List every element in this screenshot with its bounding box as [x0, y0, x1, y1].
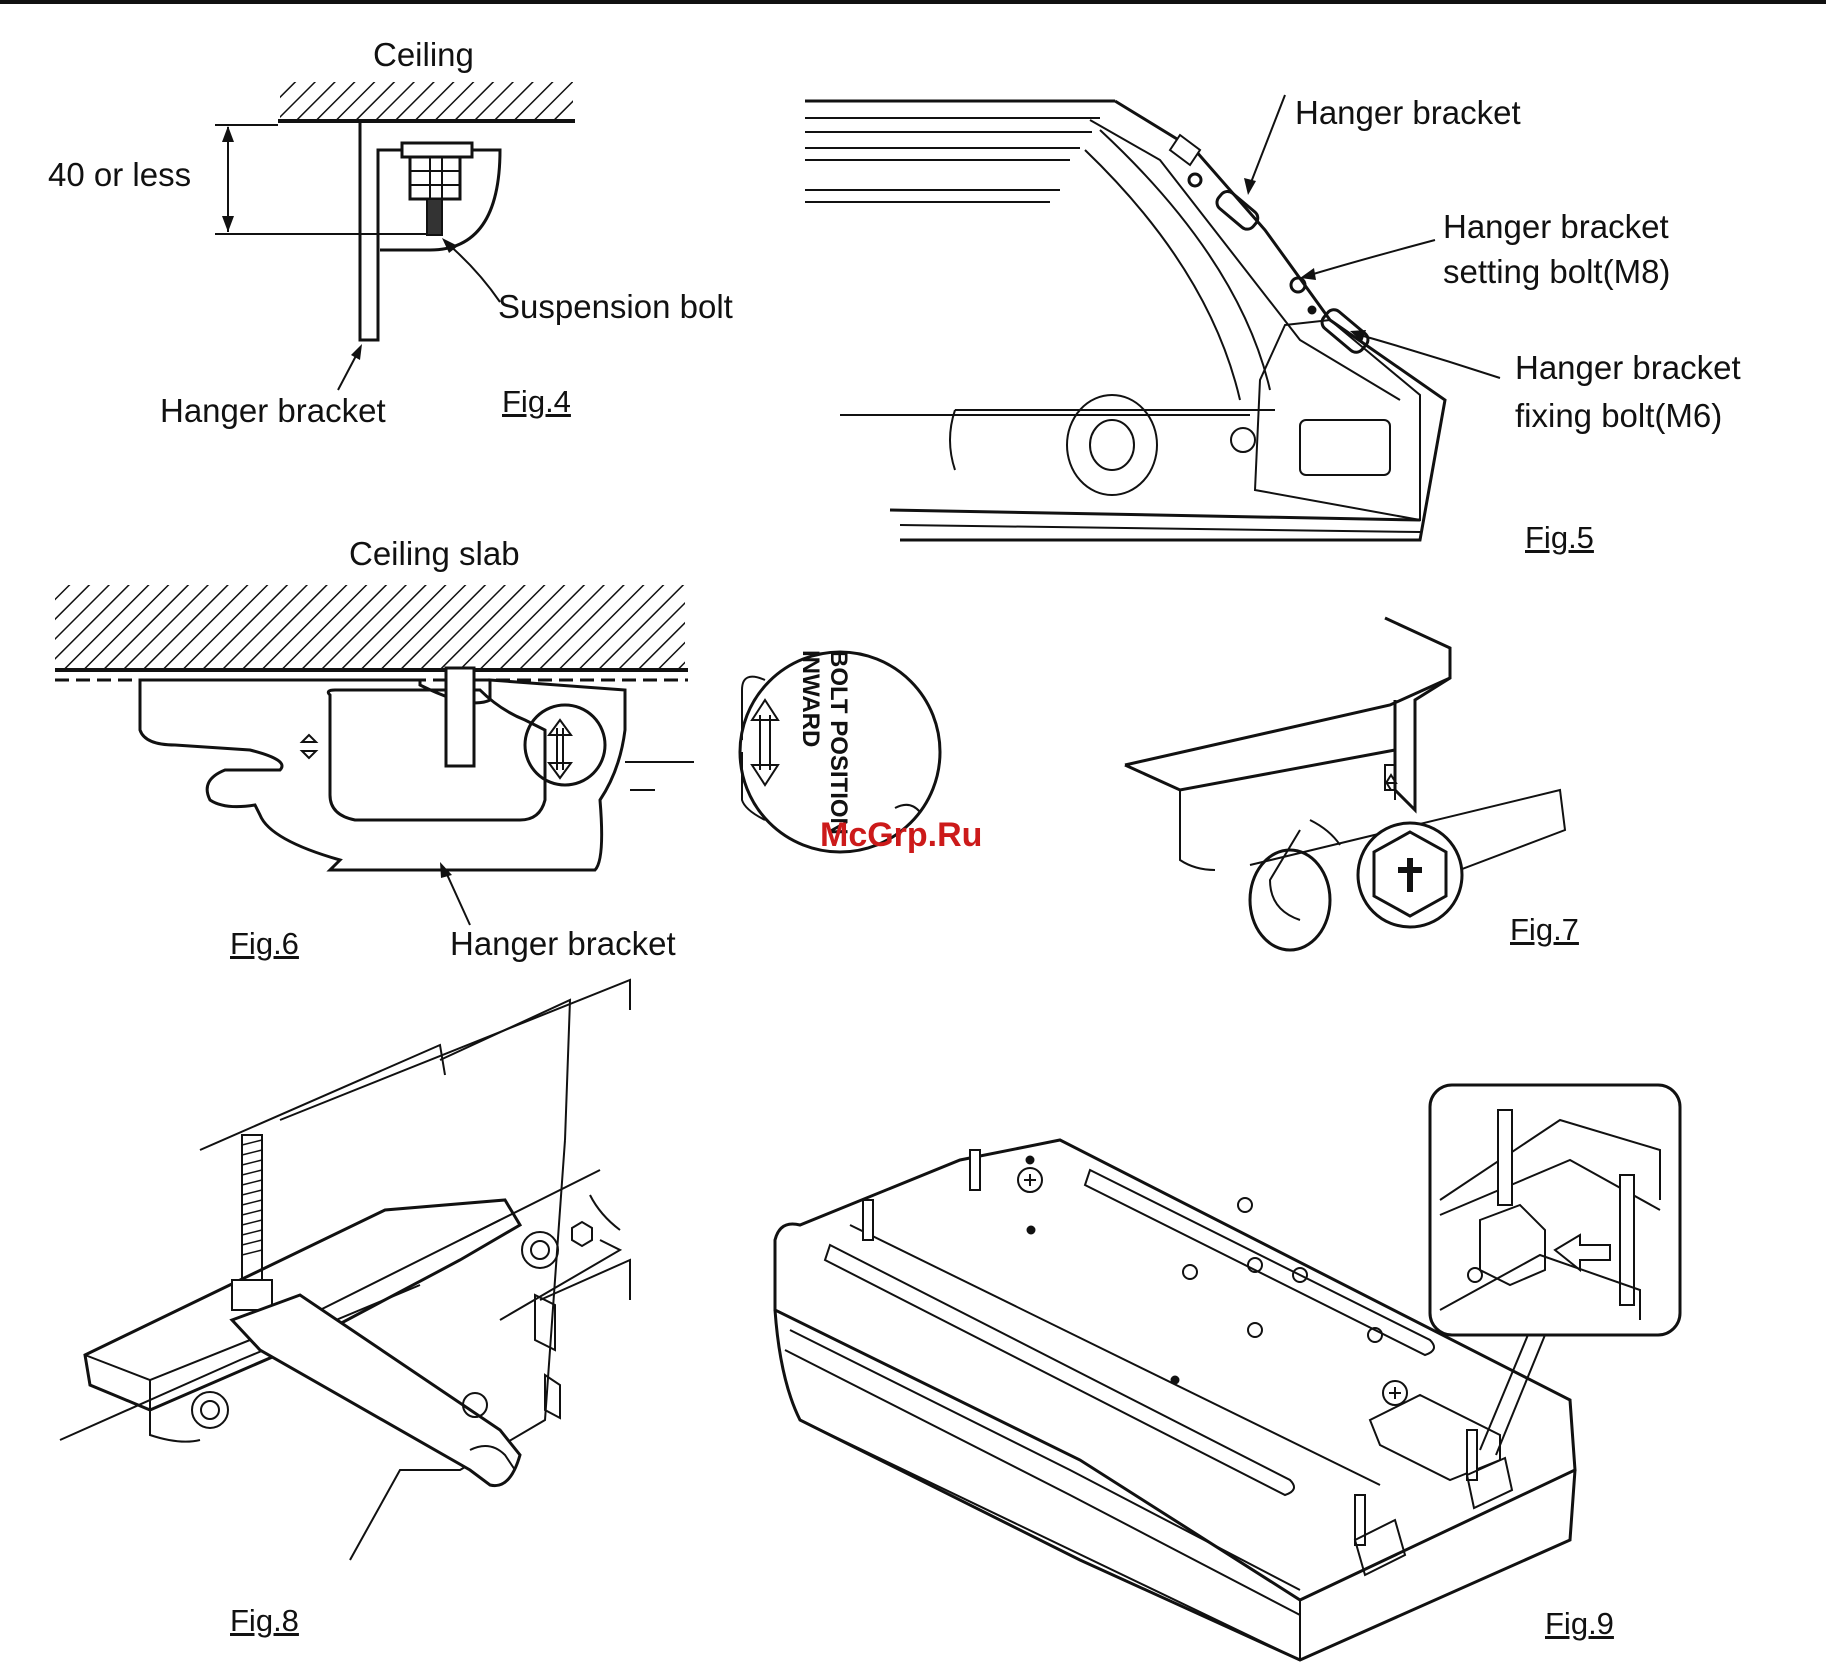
- fig4-ceiling-hatch: [280, 82, 573, 120]
- fig5-setting-bolt: [1189, 174, 1201, 186]
- fig6-caption: Fig.6: [230, 926, 299, 962]
- fig4-caption: Fig.4: [502, 384, 571, 420]
- fig8-drawing: [60, 980, 630, 1560]
- fig5-hanger-slot: [1214, 188, 1261, 232]
- fig6-zoom-circle-small: [525, 705, 605, 785]
- fig4-ceiling-label: Ceiling: [373, 36, 474, 74]
- fig4-nut: [410, 157, 460, 199]
- fig5-fixing-bolt-label-line2: fixing bolt(M6): [1515, 397, 1722, 435]
- fig9-drawing: [775, 1085, 1680, 1660]
- fig4-suspension-bolt-label: Suspension bolt: [498, 288, 733, 326]
- fig6-drawing: [55, 585, 940, 925]
- fig6-bolt-position-label-line1: BOLT POSITION: [825, 650, 852, 835]
- fig8-wrench: [232, 1295, 520, 1486]
- fig5-drawing: [805, 95, 1500, 540]
- fig5-caption: Fig.5: [1525, 520, 1594, 556]
- fig4-dimension-label: 40 or less: [48, 156, 191, 194]
- fig6-hanger-bracket-label: Hanger bracket: [450, 925, 676, 963]
- fig6-ceiling-slab-label: Ceiling slab: [349, 535, 520, 573]
- fig6-bolt-position-label-line2: INWARD: [797, 650, 824, 747]
- fig8-nut: [232, 1280, 272, 1310]
- fig7-bolt-shaft: [1270, 830, 1300, 920]
- fig5-hanger-bracket-label: Hanger bracket: [1295, 94, 1521, 132]
- fig9-caption: Fig.9: [1545, 1606, 1614, 1642]
- fig4-suspension-bolt: [427, 199, 442, 235]
- watermark: McGrp.Ru: [820, 816, 982, 855]
- fig7-drawing: [1125, 618, 1565, 950]
- fig7-caption: Fig.7: [1510, 912, 1579, 948]
- fig4-drawing: [215, 82, 575, 390]
- fig5-setting-bolt-label-line1: Hanger bracket: [1443, 208, 1669, 246]
- fig5-fixing-bolt-label-line1: Hanger bracket: [1515, 349, 1741, 387]
- fig6-ceiling-slab-hatch: [55, 585, 685, 670]
- fig7-slot: [1250, 850, 1330, 950]
- fig8-caption: Fig.8: [230, 1603, 299, 1639]
- fig6-bolt: [446, 668, 474, 766]
- fig4-hanger-bracket-label: Hanger bracket: [160, 392, 386, 430]
- fig5-setting-bolt-label-line2: setting bolt(M8): [1443, 253, 1670, 291]
